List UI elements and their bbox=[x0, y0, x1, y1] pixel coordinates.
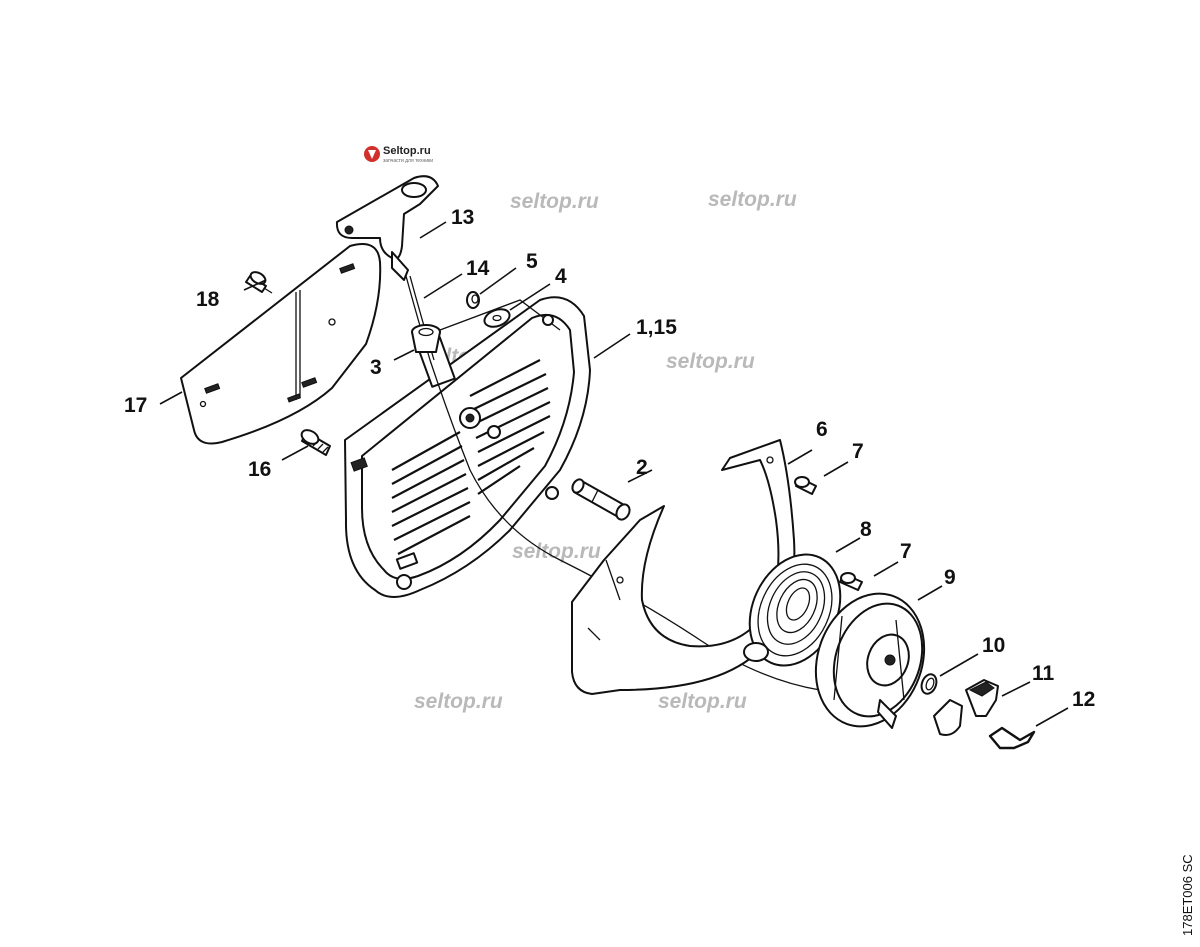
part-spacer-sleeve bbox=[571, 478, 631, 521]
part-spring-clip bbox=[988, 726, 1036, 750]
callout-9: 9 bbox=[944, 566, 956, 589]
callout-8: 8 bbox=[860, 518, 872, 541]
callout-17: 17 bbox=[124, 394, 147, 417]
callout-12: 12 bbox=[1072, 688, 1095, 711]
part-fan-housing bbox=[344, 296, 591, 598]
part-rope-rotor bbox=[814, 592, 926, 729]
leader-lines bbox=[159, 221, 1069, 727]
callout-13: 13 bbox=[451, 206, 474, 229]
watermark: seltop.ru bbox=[658, 690, 747, 713]
housing-grille bbox=[391, 359, 551, 555]
part-guide-plate bbox=[571, 439, 796, 695]
part-rope-guide bbox=[411, 324, 441, 353]
drawing-code: 178ET006 SC bbox=[1180, 854, 1195, 936]
callout-6: 6 bbox=[816, 418, 828, 441]
callout-3: 3 bbox=[370, 356, 382, 379]
callout-7a: 7 bbox=[852, 440, 864, 463]
callouts: 13 14 5 4 1,15 3 18 17 16 2 6 7 8 7 9 10… bbox=[124, 206, 1095, 711]
callout-1-15: 1,15 bbox=[636, 316, 677, 339]
part-screw-7a bbox=[794, 476, 817, 495]
watermarks: seltop.ru seltop.ru seltop.ru seltop.ru … bbox=[414, 188, 797, 713]
watermark: seltop.ru bbox=[666, 350, 755, 373]
part-washer-4 bbox=[483, 308, 511, 328]
watermark: seltop.ru bbox=[512, 540, 601, 563]
part-circlip bbox=[920, 673, 938, 695]
part-screw-18 bbox=[245, 271, 273, 294]
callout-18: 18 bbox=[196, 288, 220, 311]
part-cover-plate bbox=[180, 243, 382, 445]
watermark: seltop.ru bbox=[414, 690, 503, 713]
callout-14: 14 bbox=[466, 257, 490, 280]
watermark: seltop.ru bbox=[510, 190, 599, 213]
part-bushing-5 bbox=[466, 291, 480, 309]
callout-4: 4 bbox=[555, 265, 567, 288]
callout-7b: 7 bbox=[900, 540, 912, 563]
logo-name: Seltop.ru bbox=[383, 145, 431, 157]
part-starter-grip bbox=[335, 175, 439, 281]
callout-2: 2 bbox=[636, 456, 648, 479]
seltop-logo: Seltop.ru запчасти для техники bbox=[364, 145, 433, 164]
logo-tagline: запчасти для техники bbox=[383, 158, 433, 164]
part-screw-7b bbox=[839, 572, 863, 591]
callout-16: 16 bbox=[248, 458, 271, 481]
watermark: seltop.ru bbox=[708, 188, 797, 211]
part-pawls bbox=[933, 679, 999, 736]
callout-10: 10 bbox=[982, 634, 1005, 657]
callout-11: 11 bbox=[1032, 662, 1055, 685]
part-screw-16 bbox=[300, 429, 331, 456]
callout-5: 5 bbox=[526, 250, 538, 273]
